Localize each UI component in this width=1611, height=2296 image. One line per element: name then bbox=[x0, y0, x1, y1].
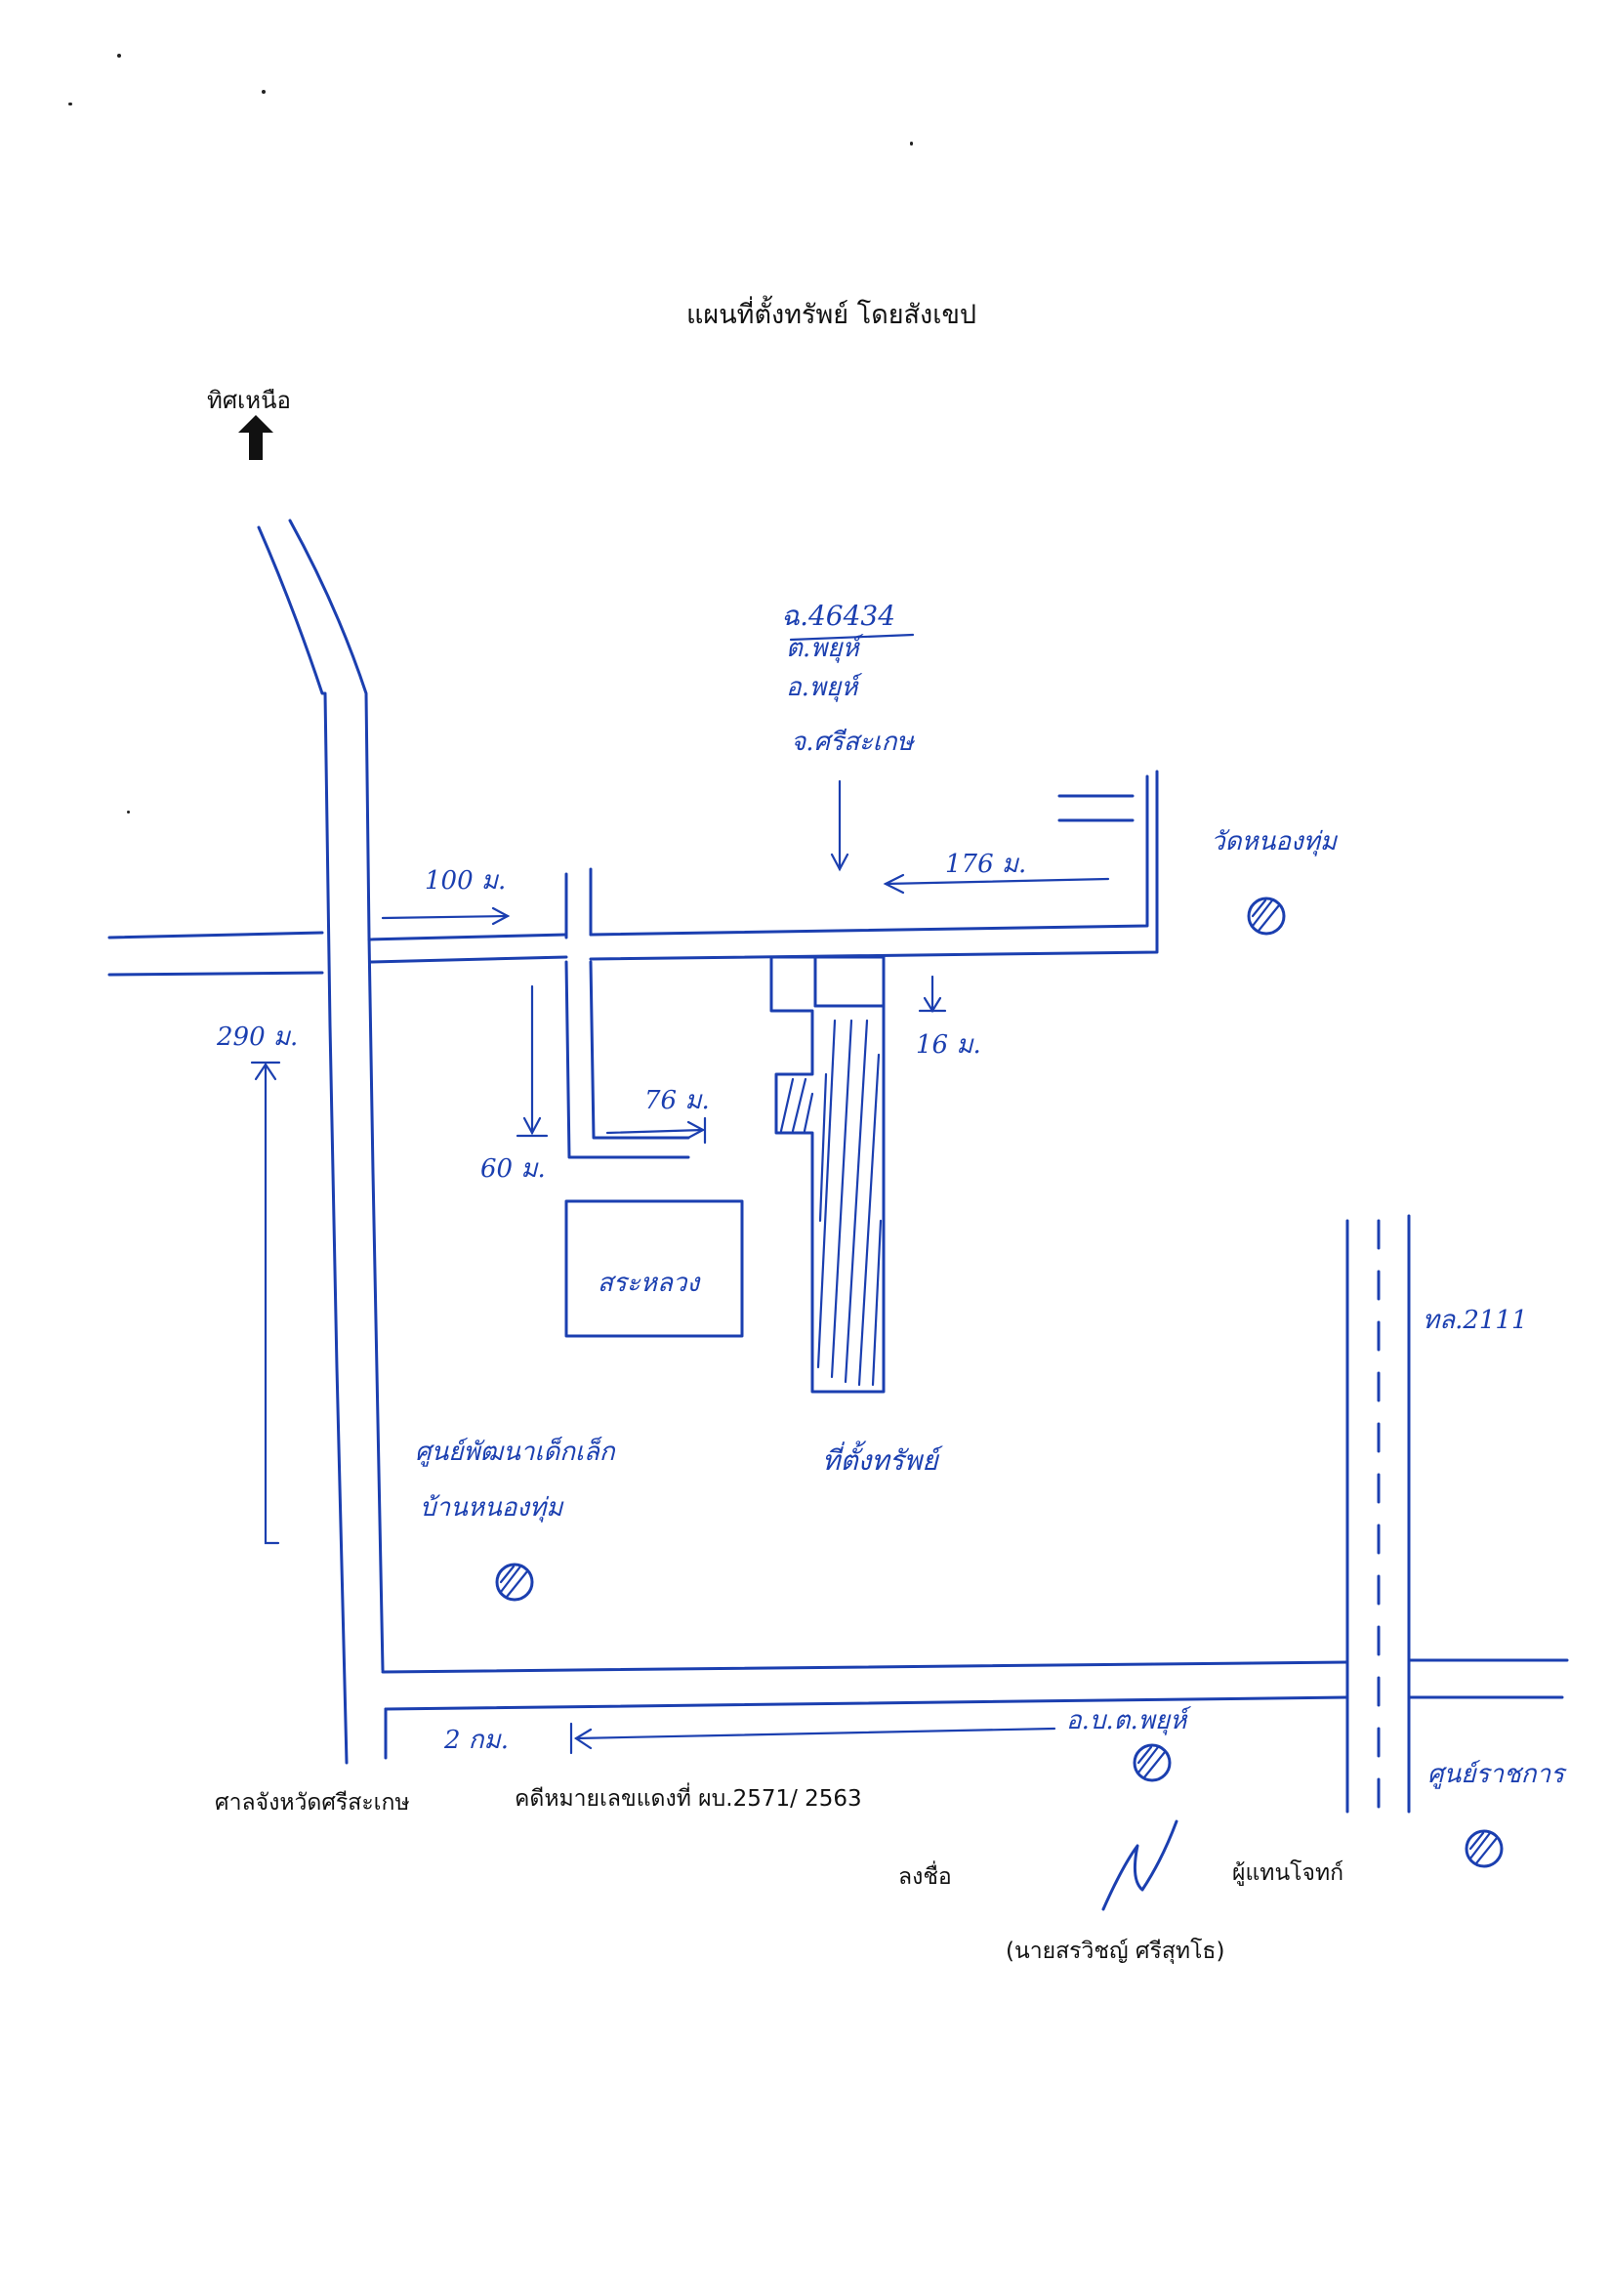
scan-speck bbox=[68, 103, 72, 105]
signer-name: (นายสรวิชญ์ ศรีสุทโธ) bbox=[1006, 1939, 1225, 1964]
scan-speck bbox=[262, 90, 266, 94]
north-label: ทิศเหนือ bbox=[207, 387, 291, 414]
child-center-label-1: ศูนย์พัฒนาเด็กเล็ก bbox=[415, 1436, 616, 1467]
north-arrow-icon bbox=[238, 415, 273, 460]
parcel-changwat: จ.ศรีสะเกษ bbox=[791, 728, 915, 757]
government-center-symbol bbox=[1465, 1829, 1504, 1868]
temple-label: วัดหนองทุ่ม bbox=[1211, 827, 1339, 856]
property-label: ที่ตั้งทรัพย์ bbox=[822, 1440, 944, 1477]
sign-label: ลงชื่อ bbox=[898, 1864, 952, 1890]
distance-176: 176 ม. bbox=[945, 850, 1026, 879]
main-road-east-edge bbox=[288, 519, 385, 1672]
village-road-south-edge bbox=[107, 971, 324, 977]
side-lane bbox=[564, 960, 690, 1159]
distance-2km: 2 กม. bbox=[443, 1726, 509, 1755]
distance-60: 60 ม. bbox=[480, 1154, 546, 1184]
highway-label: ทล.2111 bbox=[1423, 1306, 1528, 1335]
court-name: ศาลจังหวัดศรีสะเกษ bbox=[215, 1790, 410, 1816]
parcel-deed: ฉ.46434 bbox=[781, 600, 895, 632]
pond-label: สระหลวง bbox=[598, 1269, 701, 1298]
page-title: แผนที่ตั้งทรัพย์ โดยสังเขป bbox=[686, 300, 977, 330]
district-office-symbol bbox=[1133, 1743, 1172, 1782]
parcel-tambon: ต.พยุห์ bbox=[786, 634, 864, 663]
scan-speck bbox=[910, 142, 913, 146]
distance-290: 290 ม. bbox=[216, 1023, 298, 1052]
lower-road-south-edge bbox=[384, 1695, 1349, 1711]
temple-symbol bbox=[1247, 897, 1286, 936]
signer-role: ผู้แทนโจทก์ bbox=[1232, 1860, 1344, 1886]
parcel-amphoe: อ.พยุห์ bbox=[786, 673, 862, 702]
district-office-label: อ.บ.ต.พยุห์ bbox=[1066, 1706, 1191, 1735]
child-center-symbol bbox=[495, 1563, 534, 1602]
scan-speck bbox=[117, 54, 121, 58]
dimension-arrows bbox=[250, 779, 1110, 1755]
distance-16: 16 ม. bbox=[916, 1030, 981, 1060]
signature-mark bbox=[1101, 1819, 1178, 1911]
distance-76: 76 ม. bbox=[644, 1086, 710, 1115]
lower-road-north-edge bbox=[381, 1660, 1349, 1674]
case-number: คดีหมายเลขแดงที่ ผบ.2571/ 2563 bbox=[515, 1786, 862, 1812]
distance-100: 100 ม. bbox=[425, 866, 506, 896]
government-center-label: ศูนย์ราชการ bbox=[1427, 1760, 1567, 1789]
pond-outline bbox=[564, 1199, 744, 1338]
village-road-north-edge bbox=[107, 931, 324, 939]
property-hatching bbox=[779, 1019, 883, 1387]
property-outline bbox=[769, 955, 886, 1394]
scan-speck bbox=[127, 811, 130, 814]
child-center-label-2: บ้านหนองทุ่ม bbox=[420, 1493, 564, 1523]
main-road-west-edge bbox=[257, 525, 349, 1765]
